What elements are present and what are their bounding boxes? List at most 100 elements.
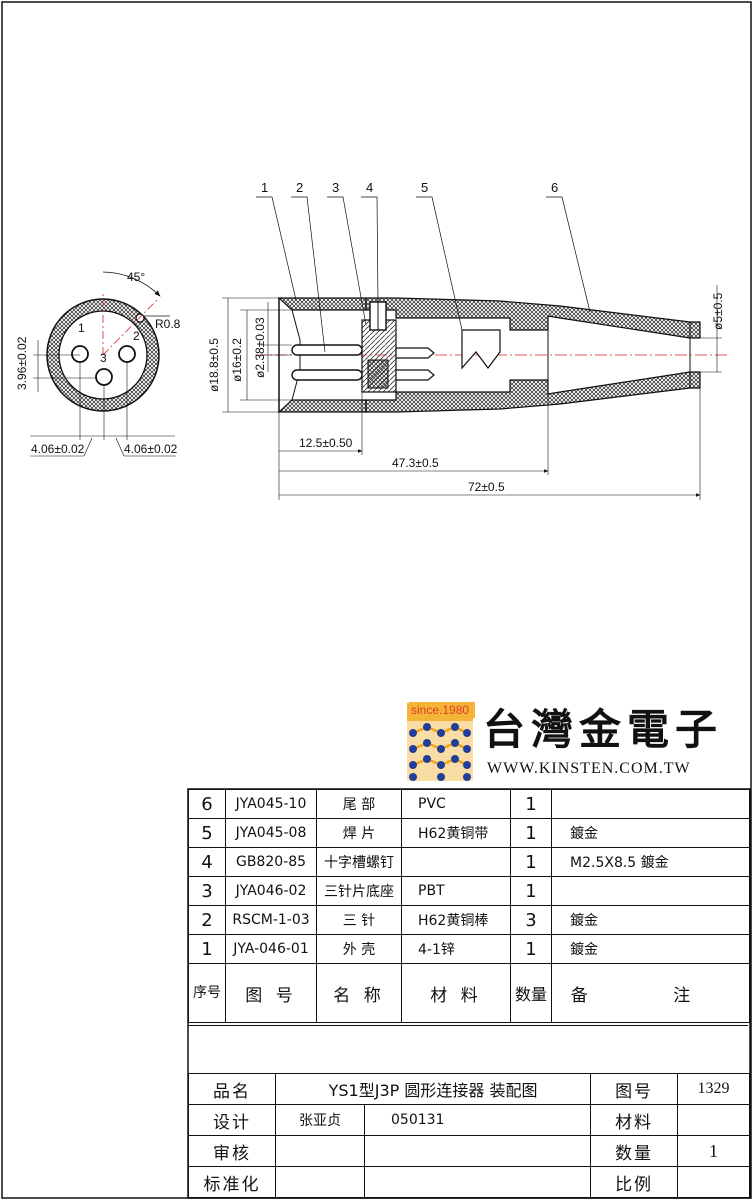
tail-top xyxy=(365,297,701,339)
part-no: 4 xyxy=(188,847,226,877)
pin-lower xyxy=(291,369,363,381)
drawing-no-label: 图号 xyxy=(590,1073,679,1105)
part-code: RSCM-1-03 xyxy=(225,905,317,935)
company-logo: since.1980 台灣金電子 WWW.KINSTEN.COM.TW xyxy=(407,702,747,783)
pin-label-1: 1 xyxy=(78,321,85,335)
material-label: 材料 xyxy=(590,1104,679,1136)
table-row: 1 JYA-046-01 外 壳 4-1锌 1 鍍金 xyxy=(188,934,750,964)
dim-dia-16: ø16±0.2 xyxy=(230,338,244,382)
part-no: 6 xyxy=(188,789,226,819)
design-date: 050131 xyxy=(363,1104,592,1136)
end-view: 45° R0.8 1 2 3 3.96±0.02 4.06±0.02 4.06±… xyxy=(15,270,181,457)
header-material: 材 料 xyxy=(401,963,511,1023)
table-row: 2 RSCM-1-03 三 针 H62黄铜棒 3 鍍金 xyxy=(188,905,750,935)
solder-cup-lower xyxy=(395,369,435,381)
part-no: 1 xyxy=(188,934,226,964)
dim-4-06-left: 4.06±0.02 xyxy=(31,442,85,456)
header-note: 备 注 xyxy=(551,963,750,1023)
section-view: 1 2 3 4 5 6 ø18.8±0.5 ø16±0.2 ø2.38±0.03 xyxy=(207,180,728,500)
table-header-row: 序号 图 号 名 称 材 料 数量 备 注 xyxy=(188,963,750,1023)
part-material xyxy=(401,847,511,877)
quantity-label: 数量 xyxy=(590,1135,679,1167)
callout-3: 3 xyxy=(332,180,339,195)
part-qty: 1 xyxy=(509,876,553,906)
part-note xyxy=(551,876,750,906)
dim-dia-2-38: ø2.38±0.03 xyxy=(253,317,267,378)
header-no: 序号 xyxy=(188,963,226,1023)
shell-bottom xyxy=(277,399,367,413)
part-note: 鍍金 xyxy=(551,934,750,964)
part-name: 十字槽螺钉 xyxy=(316,847,402,877)
scale-label: 比例 xyxy=(590,1166,679,1198)
pin-label-3: 3 xyxy=(100,351,107,365)
part-name: 焊 片 xyxy=(316,818,402,848)
standard-label: 标准化 xyxy=(188,1166,276,1198)
part-name: 尾 部 xyxy=(316,789,402,819)
logo-url: WWW.KINSTEN.COM.TW xyxy=(487,760,691,777)
material-value xyxy=(677,1104,750,1136)
product-value: YS1型J3P 圆形连接器 装配图 xyxy=(274,1073,592,1105)
design-label: 设计 xyxy=(188,1104,276,1136)
part-name: 三 针 xyxy=(316,905,402,935)
callout-6: 6 xyxy=(551,180,558,195)
table-row: 3 JYA046-02 三针片底座 PBT 1 xyxy=(188,876,750,906)
callouts: 1 2 3 4 5 6 xyxy=(256,180,591,353)
part-qty: 1 xyxy=(509,818,553,848)
table-row: 4 GB820-85 十字槽螺钉 1 M2.5X8.5 鍍金 xyxy=(188,847,750,877)
part-qty: 3 xyxy=(509,905,553,935)
header-code: 图 号 xyxy=(225,963,317,1023)
part-material: PVC xyxy=(401,789,511,819)
header-name: 名 称 xyxy=(316,963,402,1023)
callout-angle: 45° xyxy=(127,270,145,284)
key-notch xyxy=(135,313,145,323)
part-name: 外 壳 xyxy=(316,934,402,964)
product-label: 品名 xyxy=(188,1073,276,1105)
part-no: 5 xyxy=(188,818,226,848)
dim-47-3: 47.3±0.5 xyxy=(392,456,439,470)
part-note: 鍍金 xyxy=(551,818,750,848)
part-material: H62黄铜棒 xyxy=(401,905,511,935)
part-material: H62黄铜带 xyxy=(401,818,511,848)
quantity-value: 1 xyxy=(677,1135,750,1167)
part-code: JYA045-10 xyxy=(225,789,317,819)
callout-5: 5 xyxy=(421,180,428,195)
pin-hole-1 xyxy=(71,345,89,363)
part-note: 鍍金 xyxy=(551,905,750,935)
header-qty: 数量 xyxy=(509,963,553,1023)
pin-hole-2 xyxy=(118,345,136,363)
part-material: 4-1锌 xyxy=(401,934,511,964)
drawing-no-value: 1329 xyxy=(677,1073,750,1105)
part-code: GB820-85 xyxy=(225,847,317,877)
part-qty: 1 xyxy=(509,789,553,819)
dim-4-06-right: 4.06±0.02 xyxy=(124,442,178,456)
solder-cup-upper xyxy=(395,347,435,359)
logo-company-name: 台灣金電子 xyxy=(483,705,724,754)
part-code: JYA046-02 xyxy=(225,876,317,906)
table-row: 5 JYA045-08 焊 片 H62黄铜带 1 鍍金 xyxy=(188,818,750,848)
callout-4: 4 xyxy=(366,180,373,195)
review-label: 审核 xyxy=(188,1135,276,1167)
part-no: 3 xyxy=(188,876,226,906)
part-name: 三针片底座 xyxy=(316,876,402,906)
part-note: M2.5X8.5 鍍金 xyxy=(551,847,750,877)
pin-label-2: 2 xyxy=(133,329,140,343)
shell-top xyxy=(277,297,367,311)
blank-row xyxy=(188,1025,748,1074)
part-qty: 1 xyxy=(509,934,553,964)
designer: 张亚贞 xyxy=(275,1104,365,1136)
pin-hole-3 xyxy=(95,368,113,386)
part-qty: 1 xyxy=(509,847,553,877)
part-no: 2 xyxy=(188,905,226,935)
logo-since: since.1980 xyxy=(409,702,475,718)
dim-dia-18-8: ø18.8±0.5 xyxy=(207,338,221,392)
dim-72: 72±0.5 xyxy=(468,480,505,494)
part-note xyxy=(551,789,750,819)
part-material: PBT xyxy=(401,876,511,906)
part-code: JYA-046-01 xyxy=(225,934,317,964)
pin-upper xyxy=(291,344,363,356)
parts-table: 6 JYA045-10 尾 部 PVC 1 5 JYA045-08 焊 片 H6… xyxy=(188,789,750,1023)
part-code: JYA045-08 xyxy=(225,818,317,848)
scale-value xyxy=(677,1166,750,1198)
callout-2: 2 xyxy=(296,180,303,195)
